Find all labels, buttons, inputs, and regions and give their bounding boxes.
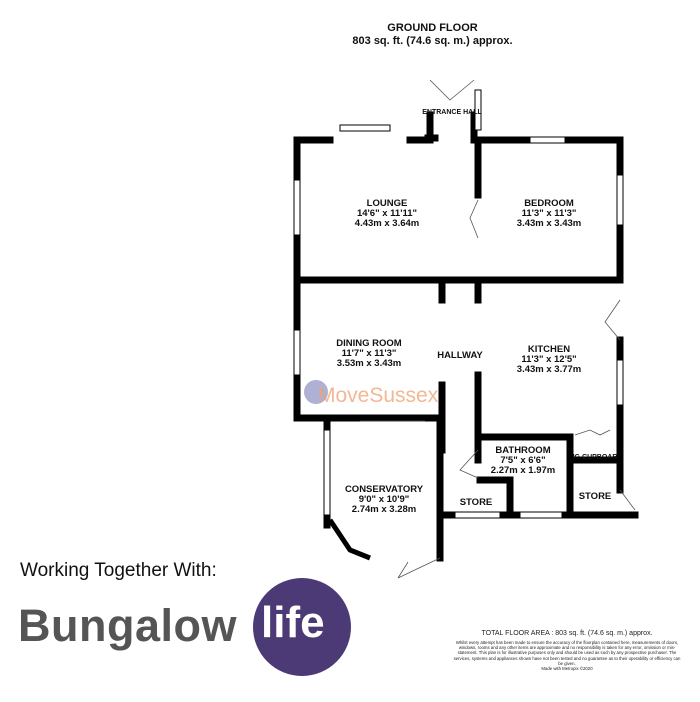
walls	[293, 111, 639, 562]
doors	[360, 79, 636, 579]
svg-text:11'7" x 11'3": 11'7" x 11'3"	[342, 348, 397, 359]
svg-text:BEDROOM: BEDROOM	[524, 198, 574, 209]
svg-text:BATHROOM: BATHROOM	[495, 445, 550, 456]
svg-text:11'3" x 12'5": 11'3" x 12'5"	[521, 354, 576, 365]
made-with: Made with Metropix ©2020	[541, 666, 593, 672]
svg-text:3.43m x 3.43m: 3.43m x 3.43m	[517, 218, 581, 229]
room-airing-cupboard: AIRING CUPBOARD	[556, 454, 623, 461]
svg-text:2.74m x 3.28m: 2.74m x 3.28m	[352, 504, 416, 515]
svg-text:DINING ROOM: DINING ROOM	[336, 338, 402, 349]
watermark: MoveSussex	[304, 380, 439, 407]
svg-text:11'3" x 11'3": 11'3" x 11'3"	[522, 208, 577, 219]
room-hallway: HALLWAY	[437, 350, 483, 361]
windows	[293, 89, 624, 561]
room-kitchen: KITCHEN 11'3" x 12'5" 3.43m x 3.77m	[517, 344, 581, 375]
svg-text:3.43m x 3.77m: 3.43m x 3.77m	[517, 364, 581, 375]
logo-circle	[253, 578, 351, 676]
floor-title: GROUND FLOOR	[387, 22, 478, 34]
room-store-2: STORE	[579, 491, 612, 502]
svg-text:KITCHEN: KITCHEN	[528, 344, 570, 355]
room-store-1: STORE	[460, 497, 493, 508]
footer: TOTAL FLOOR AREA : 803 sq. ft. (74.6 sq.…	[452, 630, 682, 671]
bungalow-life-logo: Bungalow life	[18, 578, 358, 676]
room-lounge: LOUNGE 14'6" x 11'11" 4.43m x 3.64m	[355, 198, 419, 229]
room-dining: DINING ROOM 11'7" x 11'3" 3.53m x 3.43m	[336, 338, 402, 369]
total-floor-area: TOTAL FLOOR AREA : 803 sq. ft. (74.6 sq.…	[481, 630, 653, 637]
disclaimer: Whilst every attempt has been made to en…	[453, 640, 681, 666]
svg-text:3.53m x 3.43m: 3.53m x 3.43m	[337, 358, 401, 369]
svg-text:CONSERVATORY: CONSERVATORY	[345, 484, 424, 495]
svg-text:9'0" x 10'9": 9'0" x 10'9"	[359, 494, 410, 505]
room-conservatory: CONSERVATORY 9'0" x 10'9" 2.74m x 3.28m	[345, 484, 424, 515]
room-bathroom: BATHROOM 7'5" x 6'6" 2.27m x 1.97m	[491, 445, 555, 476]
tagline: Working Together With:	[20, 560, 217, 581]
watermark-text: MoveSussex	[318, 384, 439, 407]
floor-area: 803 sq. ft. (74.6 sq. m.) approx.	[352, 35, 513, 47]
svg-text:2.27m x 1.97m: 2.27m x 1.97m	[491, 465, 555, 476]
svg-text:7'5" x 6'6": 7'5" x 6'6"	[500, 455, 545, 466]
floor-header: GROUND FLOOR 803 sq. ft. (74.6 sq. m.) a…	[300, 22, 565, 48]
room-bedroom: BEDROOM 11'3" x 11'3" 3.43m x 3.43m	[517, 198, 581, 229]
room-entrance-hall: ENTRANCE HALL	[422, 109, 482, 116]
svg-text:LOUNGE: LOUNGE	[367, 198, 408, 209]
svg-text:4.43m x 3.64m: 4.43m x 3.64m	[355, 218, 419, 229]
svg-text:14'6" x 11'11": 14'6" x 11'11"	[357, 208, 417, 219]
